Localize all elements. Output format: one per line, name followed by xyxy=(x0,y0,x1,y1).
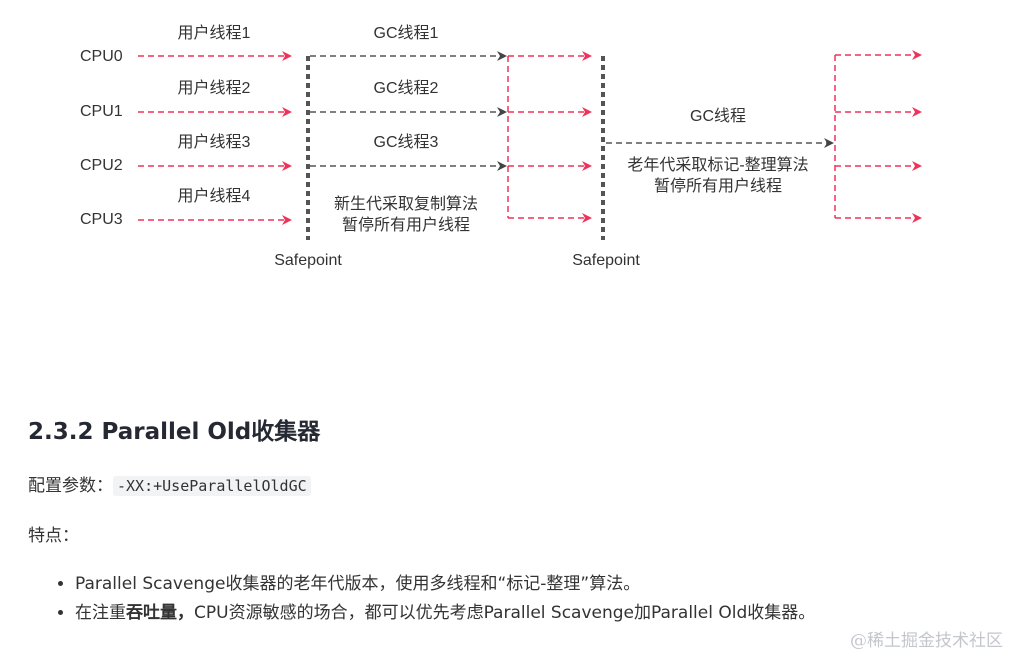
config-code: -XX:+UseParallelOldGC xyxy=(113,476,311,496)
user-thread-label: 用户线程3 xyxy=(177,134,251,151)
bold-text: 吞吐量， xyxy=(126,603,194,623)
list-item: 在注重吞吐量，CPU资源敏感的场合，都可以优先考虑Parallel Scaven… xyxy=(75,599,815,628)
diagram-lines xyxy=(138,50,922,240)
cpu-label: CPU0 xyxy=(80,48,123,65)
watermark: @稀土掘金技术社区 xyxy=(850,631,1003,651)
list-item: Parallel Scavenge收集器的老年代版本，使用多线程和“标记-整理”… xyxy=(75,570,815,599)
user-thread-arrows xyxy=(138,51,292,225)
safepoint-label: Safepoint xyxy=(572,252,640,269)
gc-thread-label: GC线程1 xyxy=(373,25,439,42)
gc-thread-label: GC线程2 xyxy=(373,80,439,97)
old-gen-note: 暂停所有用户线程 xyxy=(653,178,783,195)
young-gen-note: 暂停所有用户线程 xyxy=(341,217,471,234)
gc-thread-label: GC线程3 xyxy=(373,134,439,151)
config-label: 配置参数： xyxy=(28,476,113,496)
old-gc-thread-label: GC线程 xyxy=(689,108,747,125)
cpu-label: CPU3 xyxy=(80,211,123,228)
user-thread-label: 用户线程2 xyxy=(177,80,251,97)
section-heading: 2.3.2 Parallel Old收集器 xyxy=(28,419,321,445)
cpu-label: CPU1 xyxy=(80,103,123,120)
user-thread-label: 用户线程4 xyxy=(177,188,251,205)
young-gen-note: 新生代采取复制算法 xyxy=(333,196,479,213)
old-gen-note: 老年代采取标记-整理算法 xyxy=(627,157,809,174)
config-line: 配置参数：-XX:+UseParallelOldGC xyxy=(28,473,311,499)
gc-timeline-diagram: CPU0 CPU1 CPU2 CPU3 用户线程1 用户线程2 用户线程3 用户… xyxy=(80,25,922,269)
safepoint-label: Safepoint xyxy=(274,252,342,269)
features-label: 特点： xyxy=(28,526,79,546)
user-thread-label: 用户线程1 xyxy=(177,25,251,42)
cpu-label: CPU2 xyxy=(80,157,123,174)
feature-list: Parallel Scavenge收集器的老年代版本，使用多线程和“标记-整理”… xyxy=(48,570,815,628)
